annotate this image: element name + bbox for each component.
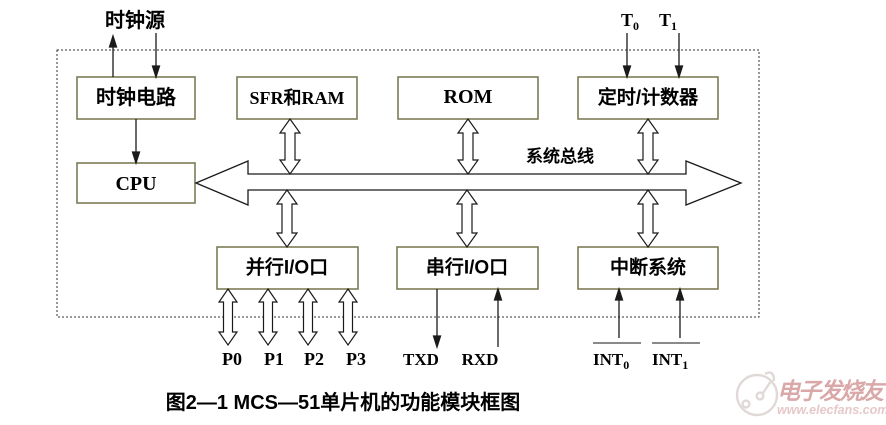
system-bus-label: 系统总线 — [526, 146, 594, 166]
clock-in-arrowhead-down — [151, 65, 161, 80]
rom-bus-arrow — [456, 117, 480, 176]
logo-leaf — [764, 371, 776, 382]
sfr-ram-label: SFR和RAM — [250, 88, 345, 108]
sfr-ram-bus-arrow — [278, 117, 302, 176]
watermark-url-text: www.elecfans.com — [777, 403, 886, 417]
clock-circuit-label: 时钟电路 — [96, 85, 177, 109]
int1-arrowhead-up — [675, 286, 685, 301]
interrupt-system-label: 中断系统 — [610, 256, 686, 279]
t0-label-sub: 0 — [633, 19, 639, 33]
p3-label: P3 — [346, 349, 366, 369]
elecfans-logo-icon — [735, 371, 779, 417]
serial-io-label: 串行I/O口 — [426, 256, 508, 279]
rxd-arrowhead-up — [493, 286, 503, 301]
clock-source-label: 时钟源 — [105, 8, 165, 32]
int0-label-base: INT — [593, 350, 624, 369]
cpu-label: CPU — [115, 173, 156, 195]
logo-plug-dot-1 — [741, 399, 751, 409]
rxd-label: RXD — [462, 350, 499, 369]
t1-label: T1 — [659, 10, 677, 33]
bus-connector-arrows — [275, 117, 660, 249]
t0-label-base: T — [621, 10, 633, 30]
logo-plug-line — [762, 380, 772, 394]
figure-caption: 图2—1 MCS—51单片机的功能模块框图 — [166, 390, 521, 414]
int1-label: INT1 — [652, 350, 688, 372]
p0-label: P0 — [222, 349, 242, 369]
rom-label: ROM — [444, 86, 493, 108]
serial-io-bus-arrow — [455, 188, 479, 249]
signal-arrows — [108, 33, 685, 350]
p0-port-arrow — [217, 287, 239, 347]
clock-circuit-box — [76, 76, 196, 120]
sfr-ram-box — [236, 76, 358, 120]
p1-label: P1 — [264, 349, 284, 369]
logo-circle — [735, 373, 779, 417]
watermark-brand-text: 电子发烧友 — [777, 378, 886, 404]
clock-out-arrowhead-up — [108, 33, 118, 48]
txd-label: TXD — [403, 350, 439, 369]
port-arrows — [217, 287, 359, 347]
int1-label-base: INT — [652, 350, 683, 369]
watermark: 电子发烧友 www.elecfans.com — [735, 371, 886, 417]
interrupt-system-bus-arrow — [636, 188, 660, 249]
p1-port-arrow — [257, 287, 279, 347]
p2-label: P2 — [304, 349, 324, 369]
txd-arrowhead-down — [432, 335, 442, 350]
int1-label-sub: 1 — [682, 358, 688, 372]
parallel-io-label: 并行I/O口 — [246, 256, 328, 279]
chip-boundary-dashed-border — [56, 49, 760, 318]
t0-arrowhead-down — [622, 65, 632, 80]
t1-label-sub: 1 — [671, 19, 677, 33]
clock-to-cpu-arrowhead — [131, 151, 141, 166]
t1-arrowhead-down — [674, 65, 684, 80]
timer-counter-box — [577, 76, 719, 120]
timer-counter-bus-arrow — [636, 117, 660, 176]
p3-port-arrow — [337, 287, 359, 347]
system-bus-arrow — [194, 160, 743, 206]
int0-label: INT0 — [593, 350, 629, 372]
logo-plug-dot-2 — [755, 391, 765, 401]
t0-label: T0 — [621, 10, 639, 33]
parallel-io-bus-arrow — [275, 188, 299, 249]
int0-label-sub: 0 — [623, 358, 629, 372]
p2-port-arrow — [297, 287, 319, 347]
t1-label-base: T — [659, 10, 671, 30]
module-boxes — [76, 76, 719, 290]
timer-counter-label: 定时/计数器 — [598, 86, 699, 109]
int0-arrowhead-up — [614, 286, 624, 301]
